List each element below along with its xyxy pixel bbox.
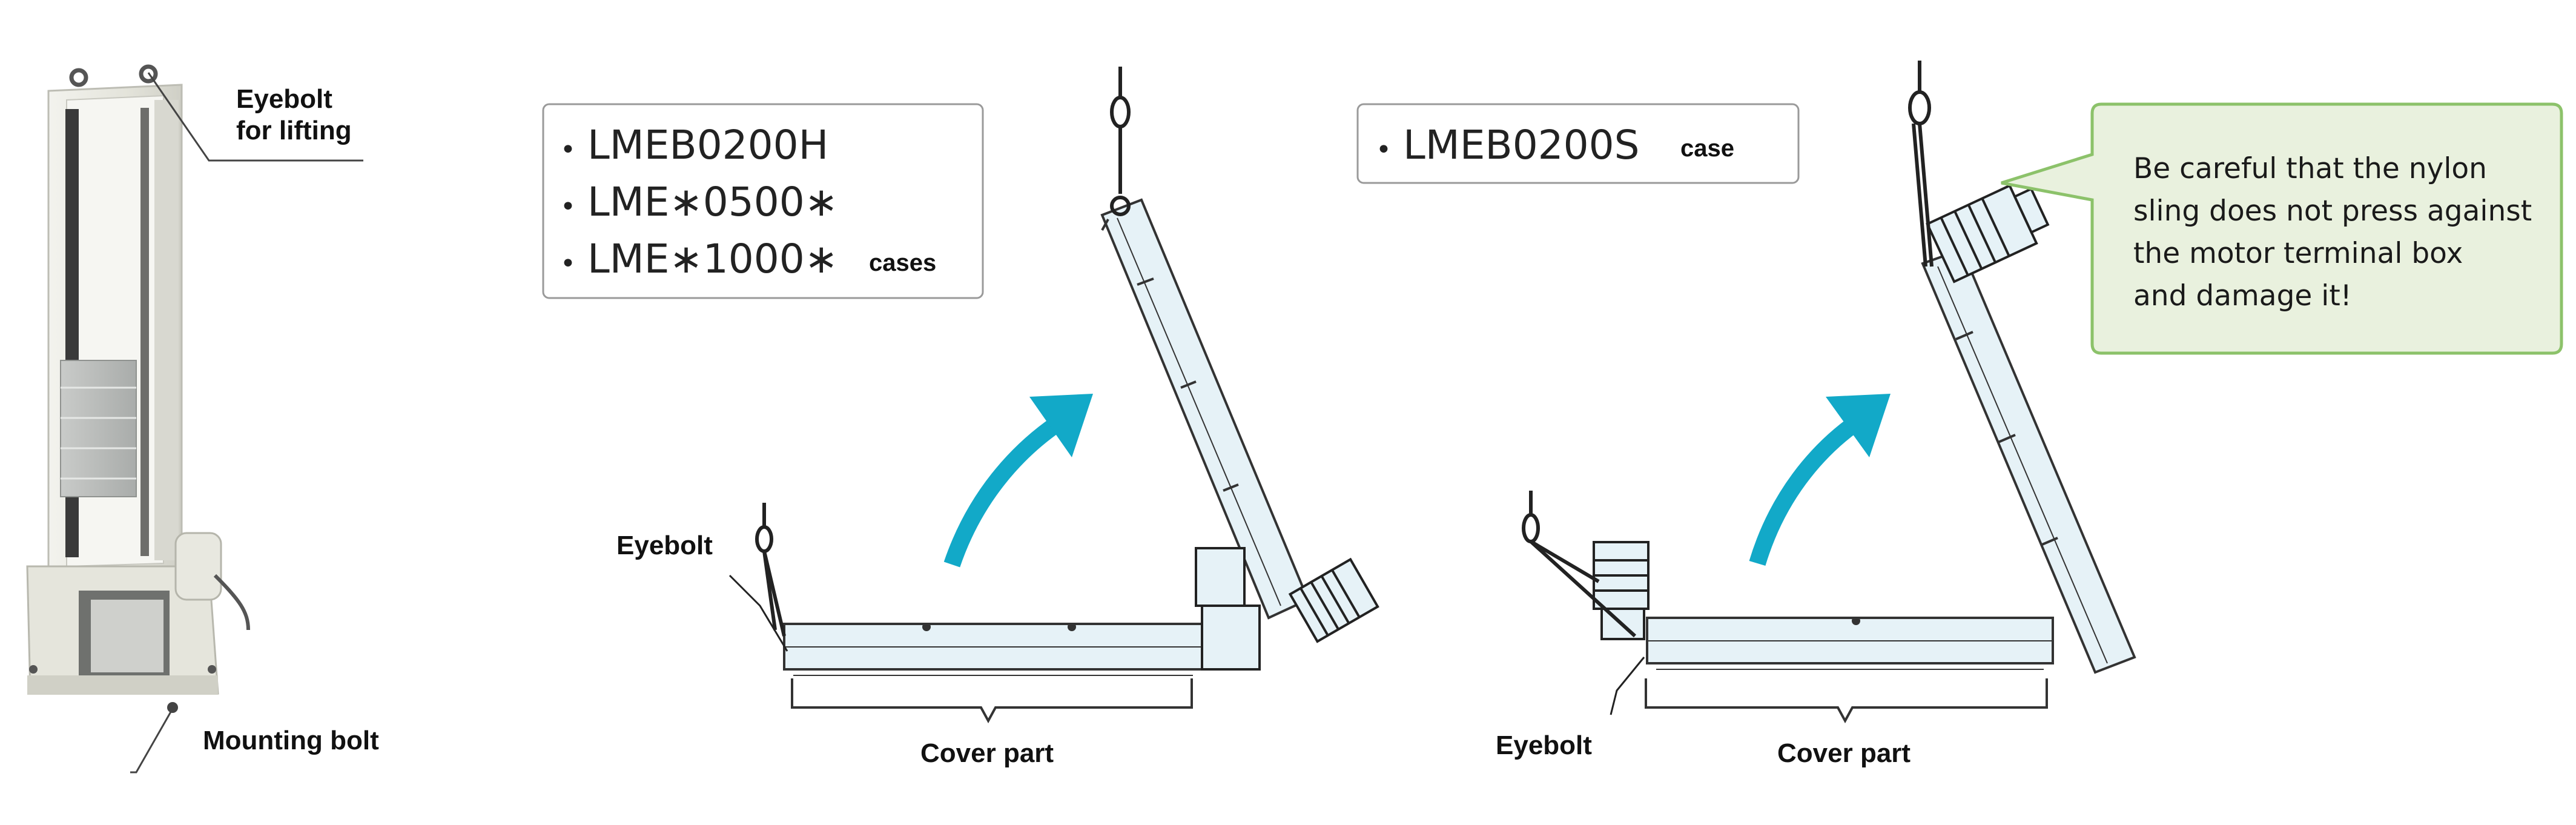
model-item: LMEB0200S bbox=[1403, 122, 1640, 168]
svg-text:•: • bbox=[560, 134, 576, 165]
eyebolt-leader-line bbox=[147, 72, 363, 162]
middle-conveyor-figure: • LMEB0200H • LME∗0500∗ • LME∗1000∗ case… bbox=[542, 67, 1379, 768]
mounting-bolt-icon bbox=[167, 702, 178, 713]
mounting-bolt-leader-line bbox=[130, 708, 174, 774]
cover-part-bracket bbox=[1645, 678, 2048, 724]
model-item-2: LME∗0500∗ bbox=[587, 179, 838, 225]
model-list-box bbox=[542, 103, 984, 299]
right-conveyor-figure: • LMEB0200S case bbox=[1356, 61, 2563, 768]
top-hanging-eyebolt bbox=[1908, 61, 1934, 267]
eyebolt-lifting-label-line2: for lifting bbox=[236, 116, 352, 145]
drive-motor bbox=[1195, 547, 1379, 671]
warning-line-2: sling does not press against bbox=[2133, 194, 2532, 228]
svg-text:•: • bbox=[1376, 134, 1392, 165]
lower-eyebolt bbox=[755, 503, 786, 637]
base-frame bbox=[26, 565, 219, 695]
top-eyebolt bbox=[69, 64, 158, 87]
model-box bbox=[1356, 103, 1800, 184]
rotation-arrow-icon bbox=[943, 417, 1062, 568]
cover-part-label: Cover part bbox=[920, 738, 1054, 768]
svg-text:•: • bbox=[560, 191, 576, 222]
slider-plate bbox=[60, 360, 137, 497]
cases-suffix: cases bbox=[869, 250, 936, 276]
top-motor bbox=[1926, 184, 2050, 283]
eyebolt-label: Eyebolt bbox=[1496, 731, 1592, 760]
warning-line-4: and damage it! bbox=[2133, 279, 2352, 313]
left-eyebolt bbox=[1522, 491, 1637, 638]
eyebolt-label: Eyebolt bbox=[616, 531, 713, 560]
case-suffix: case bbox=[1680, 135, 1734, 162]
warning-line-1: Be careful that the nylon bbox=[2133, 152, 2487, 185]
end-motor bbox=[1593, 541, 1650, 640]
side-motor bbox=[174, 532, 250, 631]
top-hanging-eyebolt bbox=[1110, 67, 1131, 216]
warning-callout: Be careful that the nylon sling does not… bbox=[2001, 102, 2563, 355]
eyebolt-leader-line bbox=[1610, 657, 1645, 715]
eyebolt-leader-line bbox=[728, 574, 788, 652]
cover-part-label: Cover part bbox=[1777, 738, 1911, 768]
model-item-1: LMEB0200H bbox=[587, 122, 828, 168]
vertical-unit-figure: Eyebolt for lifting Mounting bolt bbox=[26, 64, 379, 774]
model-item-3: LME∗1000∗ bbox=[587, 236, 838, 282]
rotation-arrow-icon bbox=[1749, 417, 1860, 566]
eyebolt-lifting-label: Eyebolt bbox=[236, 84, 332, 114]
mounting-bolt-label: Mounting bolt bbox=[203, 726, 379, 755]
cover-part-bracket bbox=[791, 678, 1193, 724]
horizontal-conveyor-section bbox=[783, 623, 1203, 676]
svg-text:•: • bbox=[560, 248, 576, 279]
horizontal-conveyor-section bbox=[1646, 617, 2054, 670]
warning-line-3: the motor terminal box bbox=[2133, 237, 2463, 270]
